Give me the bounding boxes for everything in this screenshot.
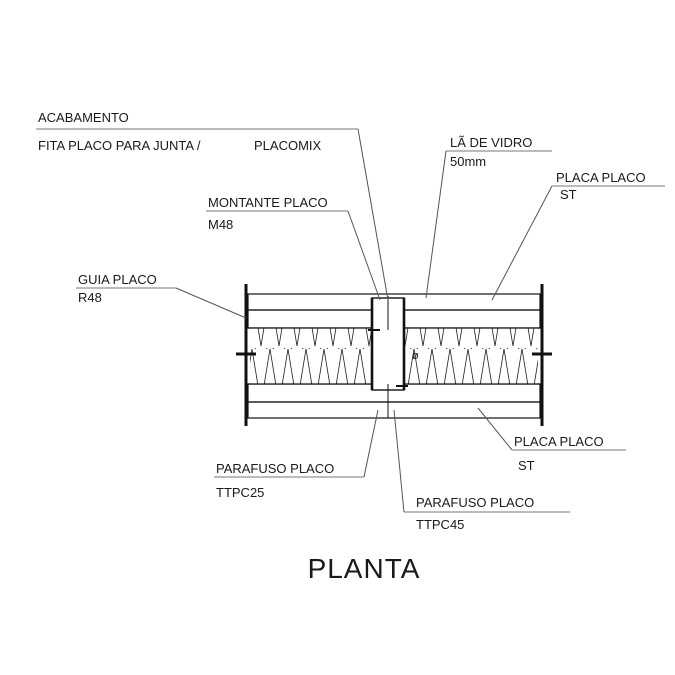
label-fita-placo: FITA PLACO PARA JUNTA / xyxy=(38,138,201,153)
label-montante-placo: MONTANTE PLACO xyxy=(208,195,328,210)
label-parafuso-placo-2: PARAFUSO PLACO xyxy=(416,495,534,510)
label-parafuso-placo-2-spec: TTPC45 xyxy=(416,517,464,532)
label-placa-placo-top-spec: ST xyxy=(560,187,577,202)
label-montante-spec: M48 xyxy=(208,217,233,232)
label-placa-placo-bottom: PLACA PLACO xyxy=(514,434,604,449)
label-la-de-vidro-spec: 50mm xyxy=(450,154,486,169)
label-parafuso-placo-1: PARAFUSO PLACO xyxy=(216,461,334,476)
label-guia-spec: R48 xyxy=(78,290,102,305)
left-guide-track xyxy=(236,284,256,426)
label-placa-placo-top: PLACA PLACO xyxy=(556,170,646,185)
label-acabamento: ACABAMENTO xyxy=(38,110,129,125)
drawing-title: PLANTA xyxy=(308,553,421,584)
label-parafuso-placo-1-spec: TTPC25 xyxy=(216,485,264,500)
central-stud xyxy=(368,296,408,418)
label-placomix: PLACOMIX xyxy=(254,138,322,153)
right-guide-track xyxy=(532,284,552,426)
label-placa-placo-bottom-spec: ST xyxy=(518,458,535,473)
diameter-symbol: ø xyxy=(412,350,419,362)
label-la-de-vidro: LÃ DE VIDRO xyxy=(450,135,532,150)
label-guia-placo: GUIA PLACO xyxy=(78,272,157,287)
leader-lines xyxy=(175,128,553,513)
